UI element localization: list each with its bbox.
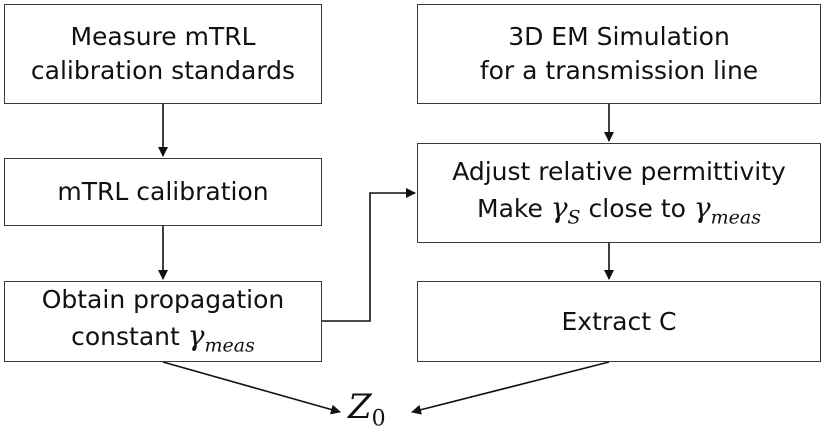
arrow-obtain-to-z0 (162, 361, 341, 415)
adjust-line1: Adjust relative permittivity (452, 156, 786, 186)
arrow-obtain-to-adjust (322, 188, 416, 322)
obtain-line2-text: constant (71, 322, 188, 352)
measure-line1: Measure mTRL (70, 22, 256, 52)
simulation-line2: for a transmission line (479, 56, 759, 85)
adjust-close-to-text: close to (580, 193, 694, 223)
z0-subscript: 0 (371, 406, 386, 432)
obtain-propagation-box: Obtain propagation constant γmeas (4, 281, 322, 362)
adjust-permittivity-box: Adjust relative permittivity Make γS clo… (417, 143, 821, 243)
z0-symbol: Z (348, 387, 372, 427)
measure-standards-box: Measure mTRL calibration standards (4, 4, 322, 104)
simulation-line1: 3D EM Simulation (508, 22, 730, 52)
adjust-make-text: Make (477, 193, 551, 223)
gamma-meas-symbol: γ (187, 319, 205, 353)
em-simulation-box: 3D EM Simulation for a transmission line (417, 4, 821, 104)
gamma-meas-subscript: meas (204, 334, 255, 357)
gamma-s-subscript: S (567, 206, 581, 229)
obtain-line2: constant γmeas (71, 317, 255, 359)
extract-c-box: Extract C (417, 281, 821, 362)
obtain-line1: Obtain propagation (41, 285, 285, 315)
measure-line2: calibration standards (30, 56, 296, 85)
extract-line1: Extract C (561, 306, 677, 336)
calibration-line1: mTRL calibration (57, 177, 269, 207)
gamma-meas-symbol-2: γ (693, 190, 711, 224)
arrow-extract-to-z0 (411, 361, 610, 415)
adjust-line2: Make γS close to γmeas (477, 189, 761, 231)
z0-result: Z0 (348, 390, 386, 431)
mtrl-calibration-box: mTRL calibration (4, 158, 322, 226)
gamma-meas-subscript-2: meas (710, 206, 761, 229)
gamma-s-symbol: γ (550, 190, 568, 224)
